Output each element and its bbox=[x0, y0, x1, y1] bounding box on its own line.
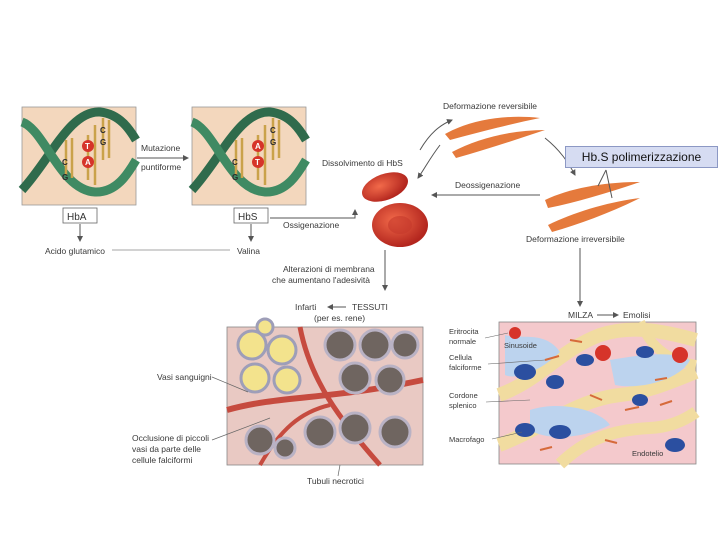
spleen-label: MILZA bbox=[568, 310, 593, 320]
oxygenation-label: Ossigenazione bbox=[283, 220, 340, 230]
vessels-label: Vasi sanguigni bbox=[157, 372, 212, 382]
sickle-cell bbox=[548, 198, 640, 232]
membrane-label-2: che aumentano l'adesività bbox=[272, 275, 370, 285]
tissues-label: TESSUTI bbox=[352, 302, 388, 312]
sickle-cell bbox=[452, 130, 545, 158]
mutation-marker bbox=[82, 140, 94, 152]
dna-panel-right: C G A T C G bbox=[188, 106, 310, 206]
sickle-label-2: falciforme bbox=[449, 363, 482, 372]
base-c: C bbox=[62, 158, 68, 167]
base-c: C bbox=[232, 158, 238, 167]
cycle-arrow bbox=[544, 137, 576, 176]
sinusoid-label: Sinusoide bbox=[504, 341, 537, 350]
leader-line bbox=[485, 399, 531, 403]
spleen-illustration bbox=[496, 319, 700, 469]
base-t: T bbox=[85, 142, 90, 151]
hba-box bbox=[62, 207, 98, 224]
macrophage-label: Macrofago bbox=[449, 435, 484, 444]
occlusion-label-1: Occlusione di piccoli bbox=[132, 433, 209, 443]
sickle-cell bbox=[445, 116, 540, 140]
spleen-labels: Eritrocita normale Sinusoide Cellula fal… bbox=[449, 327, 663, 458]
polymerization-callout: Hb.S polimerizzazione bbox=[565, 146, 718, 168]
necrotic-label: Tubuli necrotici bbox=[307, 476, 364, 486]
base-c: C bbox=[100, 126, 106, 135]
hba-label: HbA bbox=[67, 212, 87, 223]
deoxygenation-label: Deossigenazione bbox=[455, 180, 520, 190]
sickle-label-1: Cellula bbox=[449, 353, 473, 362]
occlusion-label-3: cellule falciformi bbox=[132, 455, 193, 465]
base-a: A bbox=[85, 158, 91, 167]
leader-line bbox=[211, 376, 249, 393]
hemolysis-label: Emolisi bbox=[623, 310, 651, 320]
kidney-label: (per es. rene) bbox=[314, 313, 365, 323]
cord-label-1: Cordone bbox=[449, 391, 478, 400]
hbs-box bbox=[233, 207, 269, 224]
callout-pointer bbox=[605, 169, 613, 199]
base-g: G bbox=[270, 138, 276, 147]
leader-line bbox=[211, 417, 271, 441]
base-c: C bbox=[270, 126, 276, 135]
red-blood-cell bbox=[362, 172, 408, 202]
base-t: T bbox=[255, 158, 260, 167]
erythrocyte-label-2: normale bbox=[449, 337, 476, 346]
infarcts-label: Infarti bbox=[295, 302, 316, 312]
mutation-marker bbox=[252, 156, 264, 168]
base-g: G bbox=[100, 138, 106, 147]
reversible-label: Deformazione reversibile bbox=[443, 101, 537, 111]
irreversible-label: Deformazione irreversibile bbox=[526, 234, 625, 244]
erythrocyte-label-1: Eritrocita bbox=[449, 327, 479, 336]
kidney-tissue-illustration bbox=[226, 317, 424, 467]
cycle-arrow bbox=[419, 119, 453, 151]
base-g: G bbox=[62, 173, 68, 182]
membrane-label-1: Alterazioni di membrana bbox=[283, 264, 375, 274]
base-a: A bbox=[255, 142, 261, 151]
endothelium-label: Endotelio bbox=[632, 449, 663, 458]
cycle-arrow bbox=[417, 144, 441, 179]
glutamic-acid-label: Acido glutamico bbox=[45, 246, 105, 256]
cord-label-2: splenico bbox=[449, 401, 477, 410]
hbs-label: HbS bbox=[238, 212, 258, 223]
point-label: puntiforme bbox=[141, 162, 181, 172]
dna-panel-left: C G T A C G bbox=[18, 106, 140, 206]
to-rbc-arrow bbox=[270, 209, 358, 219]
dissolve-label: Dissolvimento di HbS bbox=[322, 158, 403, 168]
base-g: G bbox=[232, 173, 238, 182]
sickle-cell bbox=[545, 182, 640, 208]
leader-line bbox=[484, 332, 509, 339]
mutation-label: Mutazione bbox=[141, 143, 180, 153]
mutation-marker bbox=[82, 156, 94, 168]
mutation-marker bbox=[252, 140, 264, 152]
occlusion-label-2: vasi da parte delle bbox=[132, 444, 201, 454]
valine-label: Valina bbox=[237, 246, 260, 256]
leader-line bbox=[337, 464, 341, 477]
leader-line bbox=[487, 359, 546, 365]
callout-pointer bbox=[597, 169, 607, 187]
leader-line bbox=[491, 431, 523, 440]
rbc-center bbox=[388, 216, 412, 234]
